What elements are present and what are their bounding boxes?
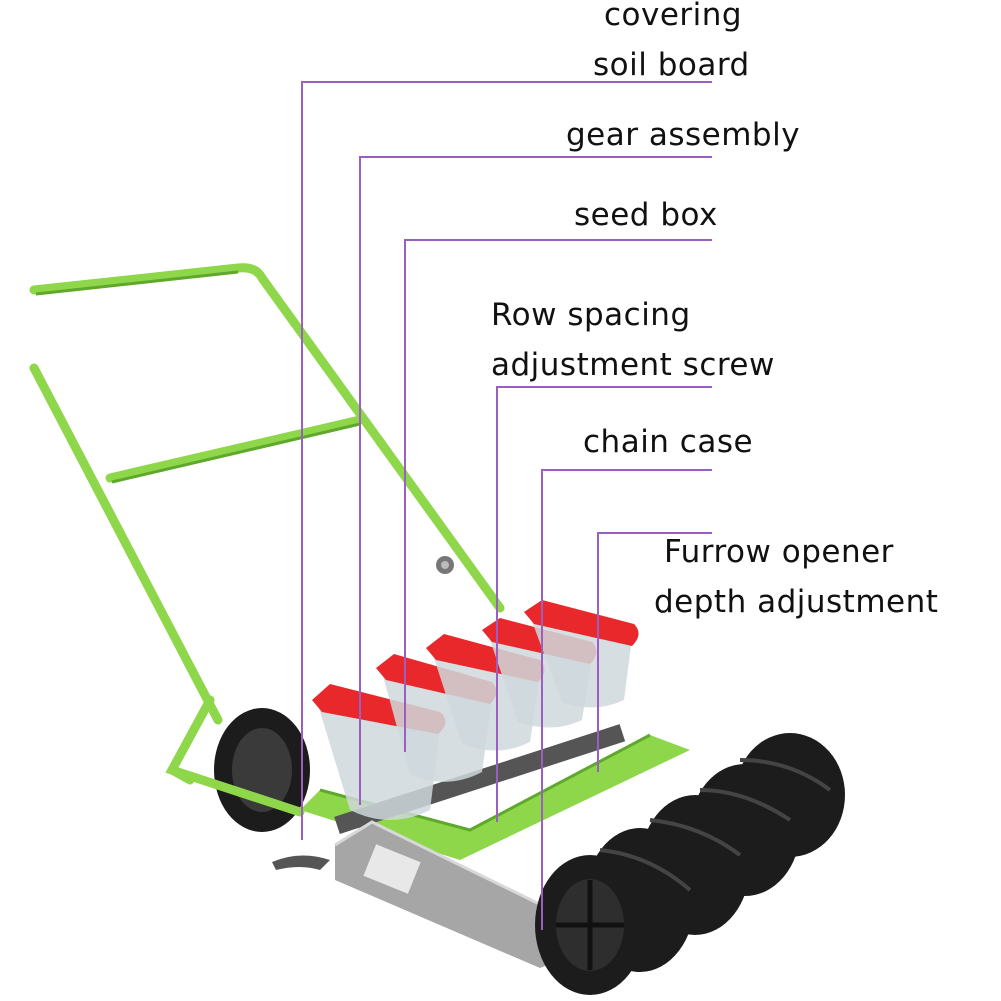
label-depth-adjustment: depth adjustment [654,584,939,620]
chain-case [334,820,575,968]
handle-gear [436,556,454,574]
leader-row-spacing-screw [496,386,712,822]
seed-box-5 [524,600,639,708]
label-chain-case: chain case [583,424,754,460]
seed-boxes [312,600,639,820]
label-covering: covering [604,0,743,33]
leader-seed-box [404,239,712,752]
label-gear-assembly: gear assembly [566,117,801,153]
leader-covering-soil-board [301,81,712,840]
handle-frame [29,263,505,817]
label-soil-board: soil board [593,47,750,83]
label-furrow-opener: Furrow opener [664,534,894,570]
leader-furrow-opener-depth [597,532,712,772]
front-wheels [535,733,845,995]
leader-gear-assembly [359,156,712,805]
label-row-spacing: Row spacing [491,297,691,333]
rear-wheel [214,708,310,832]
leader-lines [301,81,712,930]
leader-chain-case [541,469,712,930]
label-seed-box: seed box [574,197,718,233]
covering-soil-board [272,855,330,870]
label-adjustment-screw: adjustment screw [491,347,775,383]
